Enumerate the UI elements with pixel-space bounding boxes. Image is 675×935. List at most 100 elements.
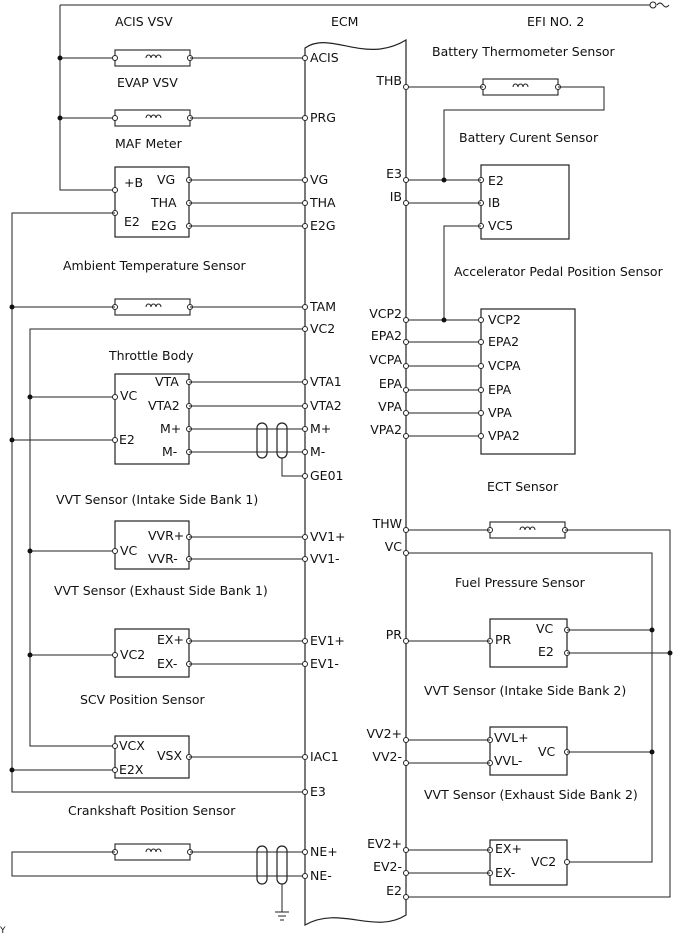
svg-text:VTA: VTA — [155, 374, 179, 389]
ecm-pin-e2 — [403, 894, 409, 900]
ecm-pin-label: THB — [375, 73, 402, 88]
ecm-pin-label: VC2 — [310, 321, 335, 336]
ecm-pin-label: EPA2 — [371, 328, 402, 343]
ecm-pin-label: VCPA — [369, 352, 402, 367]
fuel-pressure-box — [489, 618, 568, 668]
ecm-title: ECM — [331, 14, 358, 29]
ecm-pin-ne- — [302, 873, 308, 879]
ecm-pin-label: VPA2 — [370, 422, 402, 437]
ecm-left-pins: ACISPRGVGTHAE2GTAMVC2VTA1VTA2M+M-GE01VV1… — [302, 50, 346, 883]
ecm-pin-e2g — [302, 223, 308, 229]
vvt-exhaust-b2-box — [489, 839, 568, 886]
ecm-pin-vta2 — [302, 403, 308, 409]
ecm-pin-label: IB — [390, 189, 402, 204]
crank-shield — [256, 845, 268, 885]
svg-text:VC2: VC2 — [531, 854, 556, 869]
ecm-pin-label: VV1+ — [310, 529, 346, 544]
label-vvt-intake-b1: VVT Sensor (Intake Side Bank 1) — [56, 492, 258, 507]
ecm-pin-label: EV2- — [373, 859, 402, 874]
app-pin-vcpa — [478, 363, 484, 369]
app-pin-label: VCPA — [488, 358, 521, 373]
vvt-intake-b1-box — [114, 520, 190, 570]
svg-text:EX+: EX+ — [495, 841, 522, 856]
ecm-pin-vcp2 — [403, 317, 409, 323]
ecm-pin-label: VV2+ — [366, 726, 402, 741]
ecm-pin-vta1 — [302, 379, 308, 385]
ecm-pin-label: M- — [310, 444, 325, 459]
ecm-pin-label: VG — [310, 172, 328, 187]
svg-text:EX-: EX- — [157, 656, 177, 671]
ecm-pin-tam — [302, 304, 308, 310]
ecm-body — [304, 38, 407, 927]
ecm-pin-m+ — [302, 426, 308, 432]
app-pin-epa — [478, 387, 484, 393]
ecm-pin-vc — [403, 550, 409, 556]
svg-text:VC: VC — [120, 543, 138, 558]
ecm-pin-vpa2 — [403, 433, 409, 439]
battery-thermo-element — [480, 78, 561, 96]
svg-text:PR: PR — [495, 632, 512, 647]
ecm-pin-label: VTA1 — [310, 374, 342, 389]
app-pin-epa2 — [478, 339, 484, 345]
svg-text:VTA2: VTA2 — [148, 398, 180, 413]
ecm-pin-label: EV2+ — [367, 836, 402, 851]
ecm-pin-label: PRG — [310, 110, 336, 125]
label-vvt-intake-b2: VVT Sensor (Intake Side Bank 2) — [424, 683, 626, 698]
svg-text:VVR+: VVR+ — [148, 528, 184, 543]
ecm-pin-thw — [403, 527, 409, 533]
fuse-pin — [649, 1, 657, 9]
ecm-pin-tha — [302, 200, 308, 206]
ecm-pin-label: THA — [309, 195, 336, 210]
ecm-pin-label: VCP2 — [369, 306, 402, 321]
app-pin-vcp2 — [478, 317, 484, 323]
ecm-right-pins: THBE3IBVCP2EPA2VCPAEPAVPAVPA2THWVCPRVV2+… — [366, 73, 409, 900]
ecm-pin-label: E3 — [386, 166, 402, 181]
ecm-pin-label: EPA — [379, 376, 403, 391]
svg-text:E2G: E2G — [151, 218, 177, 233]
ecm-pin-label: VV2- — [372, 749, 402, 764]
app-pin-label: VCP2 — [488, 312, 521, 327]
vvt-exhaust-b1-box — [114, 628, 190, 678]
ecm-pin-label: TAM — [309, 299, 336, 314]
svg-text:VG: VG — [157, 172, 175, 187]
ecm-pin-acis — [302, 55, 308, 61]
ecm-pin-ge01 — [302, 473, 308, 479]
svg-text:M-: M- — [162, 444, 177, 459]
ecm-pin-ev1+ — [302, 638, 308, 644]
label-scv-position: SCV Position Sensor — [80, 692, 206, 707]
svg-text:VSX: VSX — [157, 748, 182, 763]
svg-text:VC2: VC2 — [120, 647, 145, 662]
svg-text:E2: E2 — [124, 214, 140, 229]
ecm-pin-label: EV1- — [310, 656, 339, 671]
ecm-pin-pr — [403, 638, 409, 644]
app-pin-label: EPA — [488, 382, 512, 397]
ecm-pin-label: NE- — [310, 868, 332, 883]
ecm-pin-epa — [403, 387, 409, 393]
svg-text:EX-: EX- — [495, 865, 515, 880]
ecm-pin-ev2+ — [403, 847, 409, 853]
ecm-pin-label: EV1+ — [310, 633, 345, 648]
label-app-sensor: Accelerator Pedal Position Sensor — [454, 264, 664, 279]
ecm-pin-label: E2 — [386, 883, 402, 898]
svg-text:VC: VC — [120, 388, 138, 403]
app-pin-label: VPA — [488, 405, 512, 420]
ecm-pin-vcpa — [403, 363, 409, 369]
label-crankshaft: Crankshaft Position Sensor — [68, 803, 236, 818]
ecm-pin-ib — [403, 200, 409, 206]
svg-text:VC5: VC5 — [488, 218, 513, 233]
maf-meter-box — [114, 166, 190, 238]
ecm-pin-vv1- — [302, 556, 308, 562]
svg-text:VVL+: VVL+ — [494, 730, 529, 745]
throttle-body-box — [114, 373, 190, 465]
label-acis-vsv: ACIS VSV — [115, 14, 173, 29]
svg-text:VCX: VCX — [119, 738, 145, 753]
label-vvt-exhaust-b2: VVT Sensor (Exhaust Side Bank 2) — [424, 787, 638, 802]
ecm-pin-e3 — [302, 789, 308, 795]
ecm-pin-vc2 — [302, 326, 308, 332]
ecm-pin-vg — [302, 177, 308, 183]
power-label: EFI NO. 2 — [527, 14, 584, 29]
ecm-pin-thb — [403, 84, 409, 90]
ecm-pin-m- — [302, 449, 308, 455]
ecm-pin-label: IAC1 — [310, 749, 339, 764]
